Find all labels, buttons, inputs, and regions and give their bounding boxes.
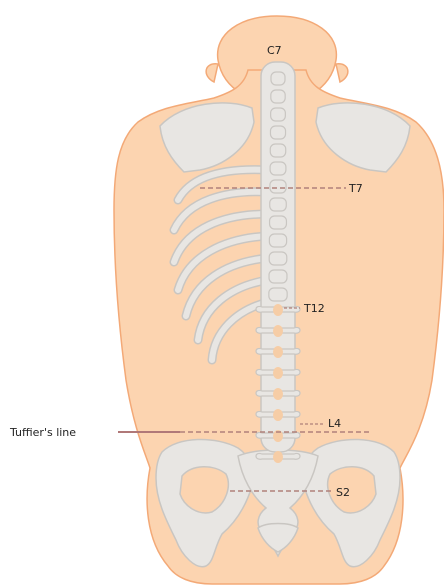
vertebra-body: [273, 451, 283, 463]
vertebra: [271, 108, 286, 121]
vertebra: [271, 72, 285, 85]
vertebra: [270, 180, 286, 193]
label-s2: S2: [336, 486, 350, 499]
label-l4: L4: [328, 417, 341, 430]
vertebra-body: [273, 388, 283, 400]
vertebra: [270, 162, 286, 175]
vertebra: [270, 126, 285, 139]
vertebra-body: [273, 325, 283, 337]
vertebra: [270, 216, 287, 229]
vertebra-body: [273, 304, 283, 316]
right-ear: [336, 64, 348, 82]
vertebra-body: [273, 367, 283, 379]
vertebra: [269, 234, 286, 247]
spine: [256, 62, 300, 463]
vertebra: [269, 288, 287, 301]
left-ear: [206, 64, 218, 82]
label-tuffiers-line: Tuffier's line: [9, 426, 76, 439]
label-t12: T12: [303, 302, 325, 315]
vertebra: [269, 252, 287, 265]
vertebra: [270, 144, 285, 157]
vertebra: [269, 270, 287, 283]
label-c7: C7: [267, 44, 282, 57]
vertebra-body: [273, 346, 283, 358]
label-t7: T7: [348, 182, 363, 195]
vertebra: [271, 90, 285, 103]
vertebra-body: [273, 409, 283, 421]
vertebra: [270, 198, 287, 211]
